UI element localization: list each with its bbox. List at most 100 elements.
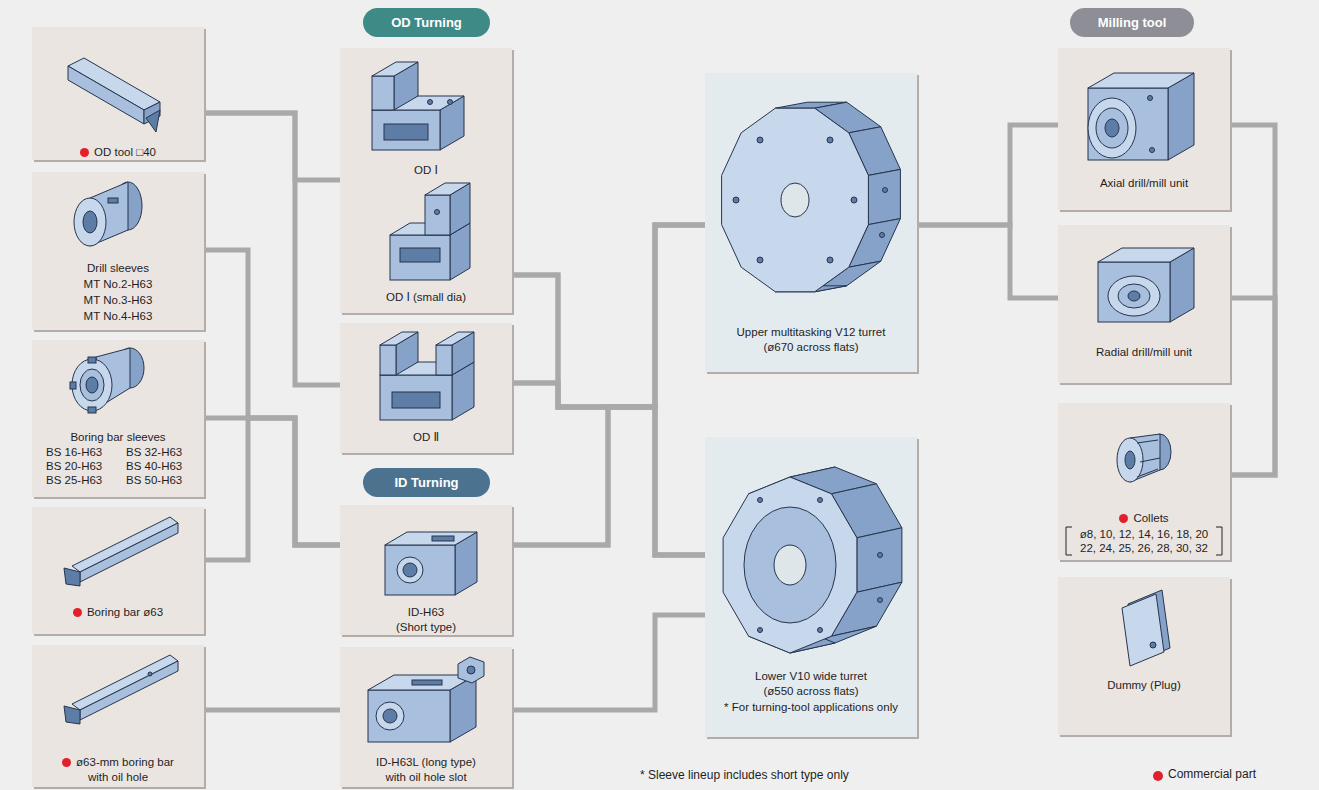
collet-figure-part — [1117, 438, 1143, 482]
label-text: OD Turning — [391, 15, 462, 30]
text-line: ID-H63L (long type) with oil hole slot — [344, 755, 508, 785]
collet-figure-part — [1149, 434, 1171, 470]
lower-turret-figure-part — [831, 484, 902, 538]
label-text: Collets — [1133, 512, 1168, 524]
collet-figure-part — [1137, 469, 1158, 477]
od-tool-figure-part — [144, 102, 160, 124]
od1-holder-figure-part — [440, 96, 464, 150]
id-h63l-holder-figure-part — [383, 709, 397, 723]
lower-turret-figure-part — [790, 626, 876, 653]
od1-small-holder-figure-part — [450, 223, 470, 280]
tool-box: ø63-mm boring bar with oil hole — [32, 645, 204, 787]
radial-unit-figure-part — [1108, 276, 1160, 316]
axial-unit-figure-part — [1096, 108, 1128, 148]
tool-box: Drill sleevesMT No.2-H63MT No.3-H63MT No… — [32, 172, 204, 330]
collet-size-bracket — [1066, 527, 1222, 555]
upper-turret-figure-part — [827, 257, 833, 263]
od1-small-holder-figure-part — [425, 183, 470, 195]
label-text: * For turning-tool applications only — [724, 701, 898, 713]
text-line: ID-H63 (Short type) — [344, 605, 508, 635]
lower-turret-figure-part — [744, 507, 836, 623]
tool-box: Radial drill/mill unit — [1058, 225, 1230, 383]
od1-small-holder-figure-part — [450, 183, 470, 235]
turret-box: Upper multitasking V12 turret (ø670 acro… — [705, 73, 917, 372]
od2-holder-figure-part — [452, 332, 474, 375]
od2-holder-figure-part — [380, 345, 396, 375]
tool-box: Dummy (Plug) — [1058, 577, 1230, 735]
lower-turret-figure-part — [790, 467, 876, 494]
connector-line — [512, 383, 705, 555]
id-h63-holder-figure-part — [432, 536, 454, 541]
collet-figure-part — [1130, 434, 1160, 482]
od-tool-figure-part — [146, 110, 160, 132]
od1-holder-figure-part — [428, 100, 433, 105]
tool-box: OD ⅠOD Ⅰ (small dia) — [340, 48, 512, 313]
drill-sleeve-figure-part — [90, 182, 128, 246]
id-h63-holder-figure-part — [397, 557, 423, 583]
od1-holder-figure-part — [384, 124, 428, 140]
axial-unit-figure-part — [1088, 73, 1194, 88]
text-line: * For turning-tool applications only — [709, 700, 913, 715]
boring-bar-figure-part — [64, 568, 80, 586]
upper-turret-figure-part — [815, 102, 881, 133]
label-text: ID Turning — [394, 475, 458, 490]
od1-small-holder-figure-part — [435, 210, 440, 215]
text-line: Upper multitasking V12 turret (ø670 acro… — [709, 325, 913, 355]
od-tool-figure-part — [68, 66, 144, 124]
tool-box: Colletsø8, 10, 12, 14, 16, 18, 2022, 24,… — [1058, 403, 1230, 560]
label-text: Lower V10 wide turret (ø550 across flats… — [755, 670, 867, 697]
radial-unit-figure-part — [1128, 291, 1140, 301]
upper-turret-figure-part — [757, 137, 763, 143]
drill-sleeve-figure-part — [108, 198, 118, 203]
text-line: ø8, 10, 12, 14, 16, 18, 20 — [1062, 527, 1226, 542]
label-text: OD tool □40 — [94, 146, 156, 158]
od1-small-holder-figure-part — [425, 195, 450, 235]
axial-unit-figure-part — [1168, 73, 1194, 160]
id-h63l-holder-figure-part — [458, 657, 484, 683]
label-text: Drill sleeves — [87, 262, 149, 274]
od2-holder-figure-part — [380, 375, 452, 420]
lower-turret-figure-part — [758, 498, 763, 503]
upper-turret-figure-part — [849, 127, 901, 176]
lower-turret-figure-part — [758, 628, 763, 633]
lower-turret-figure-part — [774, 545, 806, 585]
upper-turret-figure-part — [775, 286, 846, 292]
text-line: Lower V10 wide turret (ø550 across flats… — [709, 669, 913, 699]
commercial-dot — [1119, 514, 1128, 523]
drill-sleeve-figure-part — [83, 211, 97, 233]
id-h63-holder-figure-part — [385, 545, 455, 595]
text-line: MT No.3-H63 — [36, 293, 200, 308]
text-line: OD tool □40 — [36, 145, 200, 160]
id-h63l-holder-figure-part — [412, 680, 442, 685]
boring-sleeve-figure-part — [72, 359, 112, 411]
footnote: * Sleeve lineup includes short type only — [640, 768, 849, 783]
od2-holder-figure-part — [380, 332, 418, 345]
radial-unit-figure-part — [1098, 262, 1170, 322]
text-line: MT No.4-H63 — [36, 309, 200, 324]
section-pill: OD Turning — [363, 8, 490, 37]
boring-sleeve-figure-part — [70, 382, 76, 389]
tool-box: OD Ⅱ — [340, 323, 512, 453]
upper-turret-figure-part — [851, 197, 857, 203]
connector-line — [512, 407, 705, 555]
connector-line — [204, 418, 340, 560]
upper-turret-figure-part — [722, 108, 869, 292]
text-line: Dummy (Plug) — [1062, 678, 1226, 693]
dummy-plug-figure-part — [1150, 642, 1156, 648]
lower-turret-figure-part — [749, 467, 835, 494]
od2-holder-figure-part — [380, 362, 474, 375]
section-pill: Milling tool — [1070, 8, 1194, 37]
tool-box: OD tool □40 — [32, 27, 204, 160]
upper-turret-figure-part — [781, 183, 809, 217]
upper-turret-figure-part — [775, 102, 846, 108]
od2-holder-figure-part — [436, 345, 452, 375]
tool-box: ID-H63L (long type) with oil hole slot — [340, 647, 512, 787]
id-h63-holder-figure-part — [385, 532, 477, 545]
od1-small-holder-figure-part — [390, 223, 470, 235]
label-text: BS 16-H63 — [46, 446, 102, 458]
oil-hole-bar-figure — [64, 655, 178, 724]
axial-unit-figure-part — [1105, 119, 1119, 137]
lower-turret-figure-part — [857, 528, 902, 592]
connector-line — [204, 708, 340, 713]
lower-turret-figure-part — [818, 628, 823, 633]
